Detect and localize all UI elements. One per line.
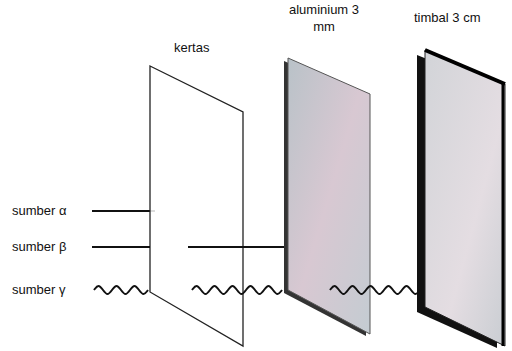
gamma-wave (94, 286, 148, 294)
source-label: sumber α (12, 203, 66, 220)
gamma-ray (94, 286, 420, 294)
material-label: timbal 3 cm (414, 10, 480, 27)
material-label: aluminium 3 mm (284, 2, 364, 36)
gamma-wave (192, 286, 282, 294)
beta-ray (92, 246, 150, 248)
paper-sheet (150, 66, 243, 346)
aluminium-plate (288, 58, 370, 334)
alpha-ray (92, 210, 155, 212)
lead-edge (425, 50, 505, 84)
beta-ray (188, 246, 292, 248)
source-label: sumber γ (12, 282, 65, 299)
material-label: kertas (174, 40, 209, 57)
gamma-wave (330, 286, 420, 294)
lead-edge (502, 84, 505, 346)
source-label: sumber β (12, 239, 66, 256)
lead-plate (425, 50, 505, 346)
